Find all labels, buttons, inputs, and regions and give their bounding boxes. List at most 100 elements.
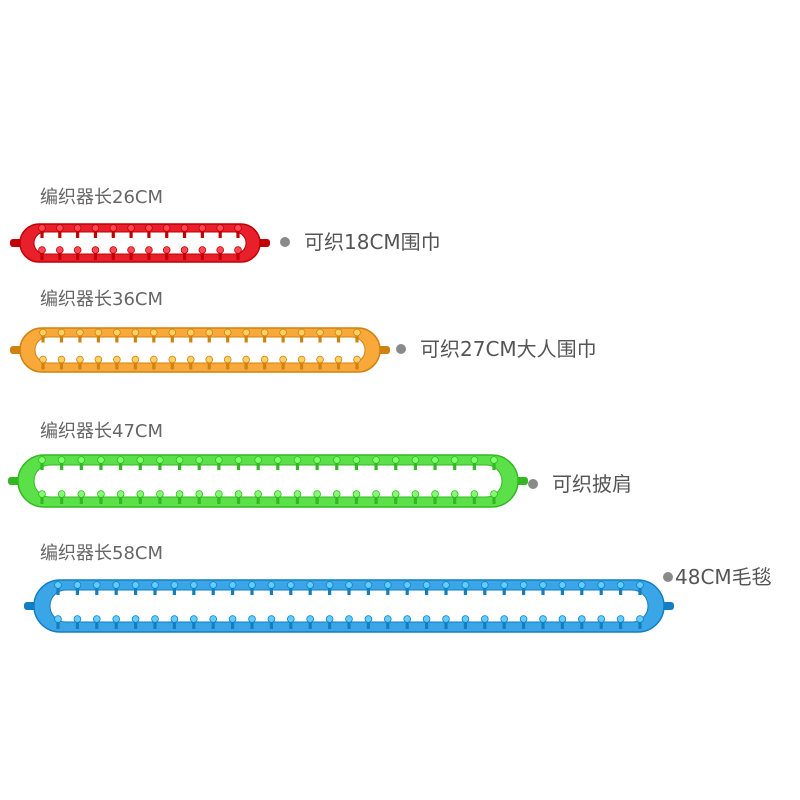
loom-peg-head [480,581,489,589]
loom-peg-head [112,615,120,623]
loom-peg-head [234,456,243,464]
loom-peg-head [352,490,361,498]
loom-peg-stem [197,460,201,470]
loom-peg-head [234,246,242,254]
loom-peg-stem [75,585,79,595]
loom-peg-head [411,456,420,464]
loom-peg-head [260,355,269,364]
loom-peg-stem [472,460,476,470]
loom-peg-stem [236,228,240,238]
loom-peg-head [113,328,121,337]
loom-peg-head [170,581,179,589]
loom-peg-stem [433,460,437,470]
loom-peg-stem [207,359,211,370]
loom-peg-stem [463,585,467,595]
loom-peg-stem [158,460,162,470]
loom-peg-stem [263,332,267,343]
loom-peg-stem [158,494,162,504]
loom-peg-stem [226,359,230,370]
loom-peg-stem [599,585,603,595]
loom-peg-stem [638,585,642,595]
loom-slot [34,336,366,364]
loom-use-note-58cm: 48CM毛毯 [663,567,772,587]
loom-peg-head [372,456,380,464]
loom-peg-stem [172,619,176,629]
loom-peg-head [616,615,625,623]
loom-peg-stem [58,228,62,238]
loom-peg-stem [152,332,156,343]
loom-peg-head [131,328,140,337]
loom-peg-stem [263,359,267,370]
loom-peg-stem [93,250,98,260]
loom-peg-stem [315,460,319,470]
loom-peg-stem [189,359,193,370]
loom-peg-head [77,456,86,464]
loom-peg-stem [153,619,157,629]
loom-peg-head [97,456,105,464]
loom-peg-stem [394,460,398,470]
loom-peg-head [480,615,489,623]
loom-peg-head [91,246,100,254]
loom-peg-head [286,615,295,623]
loom-peg-stem [281,359,285,370]
loom-peg-head [597,615,605,623]
loom-peg-stem [119,494,123,504]
loom-peg-stem [115,332,119,343]
loom-peg-head [223,328,232,337]
loom-peg-stem [236,460,241,470]
loom-peg-head [334,328,343,337]
loom-peg-stem [78,359,82,370]
loom-use-text: 可织18CM围巾 [304,230,441,254]
loom-peg-stem [308,585,312,595]
loom-peg-stem [560,585,564,595]
loom-blue-58cm [24,579,674,633]
loom-peg-stem [580,585,584,595]
loom-peg-stem [276,494,280,504]
loom-peg-stem [336,359,341,370]
loom-peg-stem [76,228,80,238]
loom-peg-head [383,581,392,589]
loom-peg-head [325,615,334,623]
loom-peg-head [234,224,242,232]
loom-peg-stem [182,228,187,238]
loom-peg-stem [289,619,293,629]
loom-peg-stem [56,585,60,595]
loom-peg-head [577,615,586,623]
loom-peg-stem [354,460,359,470]
loom-peg-head [145,246,153,254]
loom-peg-head [195,456,204,464]
loom-peg-head [442,581,450,589]
loom-peg-head [136,456,145,464]
loom-peg-head [93,581,101,589]
loom-peg-head [364,581,373,589]
loom-peg-head [442,615,450,623]
loom-peg-stem [386,585,390,595]
loom-peg-head [353,355,361,364]
loom-peg-head [313,490,321,498]
loom-peg-head [209,615,218,623]
loom-peg-head [223,355,232,364]
loom-peg-head [77,490,86,498]
loom-use-note-26cm: 可织18CM围巾 [280,232,441,252]
loom-peg-stem [78,332,82,343]
loom-peg-stem [580,619,584,629]
loom-peg-head [422,615,431,623]
loom-peg-head [76,328,84,337]
loom-peg-head [325,581,334,589]
loom-peg-stem [560,619,564,629]
loom-peg-stem [355,332,359,343]
loom-peg-stem [41,332,45,343]
loom-peg-head [216,246,224,254]
loom-peg-head [519,615,528,623]
loom-peg-head [175,490,184,498]
loom-peg-stem [147,250,151,260]
loom-peg-stem [170,359,174,370]
loom-peg-stem [231,585,235,595]
loom-peg-stem [347,619,351,629]
loom-peg-head [345,615,353,623]
loom-peg-stem [336,332,341,343]
loom-peg-stem [492,460,496,470]
loom-peg-head [94,355,103,364]
loom-peg-stem [522,585,526,595]
loom-peg-head [39,328,47,337]
